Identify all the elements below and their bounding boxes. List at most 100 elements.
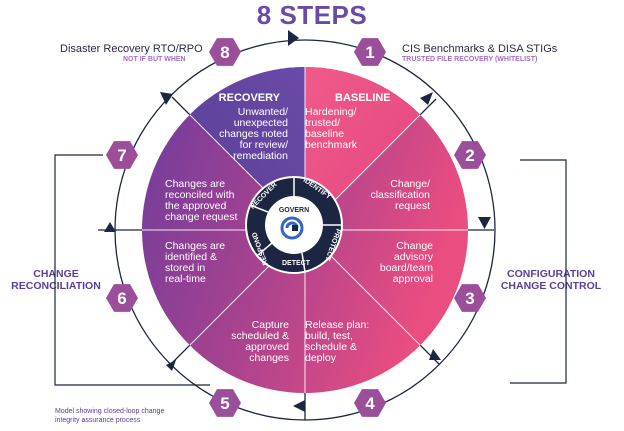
rec-line-4: for review/ <box>240 139 289 151</box>
ring-label-detect: DETECT <box>282 260 311 267</box>
change-reconciliation-label: CHANGE RECONCILIATION <box>10 268 102 292</box>
step-number: 8 <box>220 43 229 62</box>
s7-line-3: the approved <box>165 200 226 212</box>
s7-line-4: change request <box>165 211 237 223</box>
step-number: 4 <box>365 394 375 413</box>
flow-arrow-1 <box>420 92 433 105</box>
footnote-line-1: Model showing closed-loop change <box>55 408 165 415</box>
center-ring-dividers <box>249 177 341 273</box>
govern-logo-center-icon <box>292 225 298 231</box>
rec-line-5: remediation <box>233 150 288 162</box>
step-number: 6 <box>117 289 126 308</box>
s3-line-3: board/team <box>380 262 433 274</box>
step-badge-3: 3 <box>454 284 486 312</box>
hexagon-shape <box>354 389 386 417</box>
s5-line-1: Capture <box>252 319 290 331</box>
cis-benchmarks-sub: TRUSTED FILE RECOVERY (WHITELIST) <box>402 56 538 63</box>
disaster-recovery-sub: NOT IF BUT WHEN <box>123 56 186 63</box>
s3-line-2: advisory <box>394 251 434 263</box>
step4-text: Release plan:build, test,schedule &deplo… <box>305 319 369 364</box>
s4-line-4: deploy <box>305 352 337 364</box>
change-reconciliation-line-2: RECONCILIATION <box>11 280 101 292</box>
flow-arrow-2 <box>478 217 491 229</box>
step-number: 1 <box>365 43 374 62</box>
step-badge-7: 7 <box>106 141 138 169</box>
s6-line-1: Changes are <box>165 240 225 252</box>
hexagon-shape <box>106 141 138 169</box>
flow-arrow-7 <box>160 92 173 105</box>
hexagon-shape <box>106 284 138 312</box>
configuration-change-control-label: CONFIGURATION CHANGE CONTROL <box>496 268 606 292</box>
change-reconciliation-line-1: CHANGE <box>33 268 79 280</box>
left-bracket <box>54 154 210 386</box>
s6-line-3: stored in <box>165 262 205 274</box>
step-number: 3 <box>465 289 474 308</box>
s3-line-1: Change <box>396 240 433 252</box>
s5-line-3: approved <box>245 341 289 353</box>
rec-line-3: changes noted <box>219 128 288 140</box>
s6-line-2: identified & <box>165 251 217 263</box>
outer-spokes <box>98 96 494 420</box>
recovery-title: RECOVERY <box>219 92 281 104</box>
configuration-change-control-line-2: CHANGE CONTROL <box>500 280 602 292</box>
s5-line-4: changes <box>249 352 289 364</box>
flow-arrows <box>104 30 491 412</box>
govern-label: GOVERN <box>279 207 309 214</box>
s6-line-4: real-time <box>165 273 206 285</box>
hexagon-shape <box>454 284 486 312</box>
page-title: 8 STEPS <box>256 0 368 30</box>
s5-line-2: scheduled & <box>231 330 289 342</box>
disaster-recovery-label: Disaster Recovery RTO/RPO <box>60 43 203 55</box>
step-badge-4: 4 <box>354 389 386 417</box>
s4-line-2: build, test, <box>305 330 353 342</box>
flow-arrow-3 <box>429 349 441 360</box>
cis-benchmarks-label: CIS Benchmarks & DISA STIGs <box>402 43 558 55</box>
rec-line-1: Unwanted/ <box>238 106 288 118</box>
step-number: 7 <box>117 146 126 165</box>
s3-line-4: approval <box>393 273 433 285</box>
step-badge-8: 8 <box>209 38 241 66</box>
footnote: Model showing closed-loop change integri… <box>55 407 164 425</box>
base-line-2: trusted/ <box>305 117 340 129</box>
step-badges: 1 2 3 4 5 6 7 8 <box>106 38 486 417</box>
s4-line-3: schedule & <box>305 341 357 353</box>
s2-line-1: Change/ <box>390 178 430 190</box>
side-brackets <box>54 154 567 386</box>
center-emblem: GOVERN IDENTIFYPROTECTDETECTRESPONDRECOV… <box>245 176 343 274</box>
hexagon-shape <box>454 141 486 169</box>
flow-arrow-top <box>288 30 299 46</box>
s7-line-2: reconciled with <box>165 189 235 201</box>
right-bracket <box>510 159 567 384</box>
flow-arrow-6 <box>104 222 116 232</box>
baseline-segment <box>305 66 421 231</box>
step-badge-5: 5 <box>209 389 241 417</box>
rec-line-2: unexpected <box>234 117 288 129</box>
s2-line-2: classification <box>370 189 430 201</box>
step-badge-1: 1 <box>354 38 386 66</box>
configuration-change-control-line-1: CONFIGURATION <box>507 268 595 280</box>
flow-arrow-4 <box>293 400 305 412</box>
base-line-3: baseline <box>305 128 344 140</box>
base-line-1: Hardening/ <box>305 106 356 118</box>
s2-line-3: request <box>395 200 430 212</box>
step-badge-6: 6 <box>106 284 138 312</box>
footnote-line-2: integrity assurance process <box>55 417 141 424</box>
step-badge-2: 2 <box>454 141 486 169</box>
s4-line-1: Release plan: <box>305 319 369 331</box>
hexagon-shape <box>209 389 241 417</box>
flow-arrow-5 <box>166 360 176 371</box>
baseline-title: BASELINE <box>335 92 391 104</box>
hexagon-shape <box>354 38 386 66</box>
hexagon-shape <box>209 38 241 66</box>
base-line-4: benchmark <box>305 139 358 151</box>
